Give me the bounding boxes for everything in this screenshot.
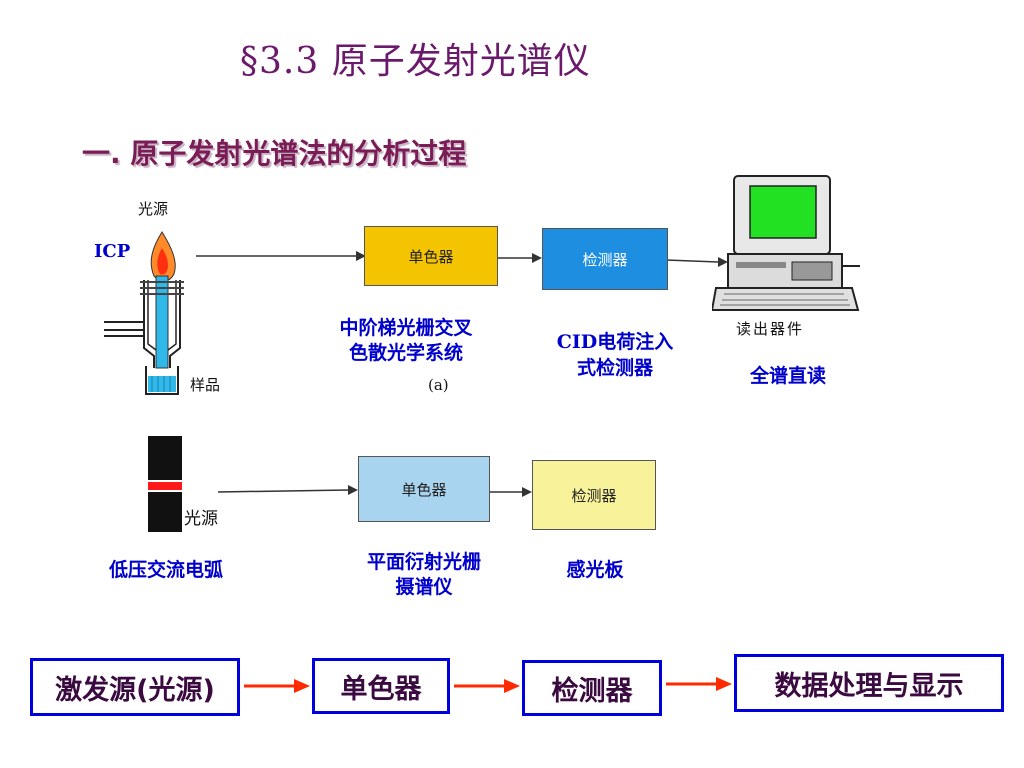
section-heading: 一. 原子发射光谱法的分析过程 — [82, 137, 467, 170]
flow-arrows-a — [196, 251, 728, 267]
detector-desc-a-line2: 式检测器 — [576, 357, 653, 379]
detector-desc-b: 感光板 — [566, 559, 624, 581]
page-title: §3.3 原子发射光谱仪 — [240, 41, 591, 82]
mono-desc-b-line2: 摄谱仪 — [395, 576, 453, 598]
source-label-a: 光源 — [138, 200, 169, 218]
monochromator-box-a: 单色器 — [364, 226, 498, 286]
mono-desc-b-line1: 平面衍射光栅 — [366, 551, 481, 573]
flow-step-data-display: 数据处理与显示 — [734, 654, 1004, 712]
flow-arrows-b — [218, 485, 532, 497]
flow-step-monochromator: 单色器 — [312, 658, 450, 714]
source-desc-b: 低压交流电弧 — [108, 559, 223, 581]
flow-arrows-bottom — [244, 677, 732, 693]
detector-box-a: 检测器 — [542, 228, 668, 290]
icp-label: ICP — [94, 241, 131, 262]
monochromator-box-b: 单色器 — [358, 456, 490, 522]
caption-a: (a) — [428, 376, 449, 394]
icp-torch-illustration — [104, 231, 184, 395]
readout-label: 读出器件 — [736, 320, 805, 338]
flow-step-excitation-source: 激发源(光源) — [30, 658, 240, 716]
readout-desc: 全谱直读 — [749, 365, 826, 387]
detector-desc-a-line1: CID电荷注入 — [556, 331, 674, 353]
detector-box-b: 检测器 — [532, 460, 656, 530]
arc-source-illustration — [148, 436, 182, 532]
sample-label: 样品 — [190, 376, 221, 394]
computer-icon — [712, 175, 860, 311]
mono-desc-a-line2: 色散光学系统 — [348, 342, 463, 364]
source-label-b: 光源 — [184, 509, 218, 529]
flow-step-detector: 检测器 — [522, 660, 662, 716]
mono-desc-a-line1: 中阶梯光栅交叉 — [339, 317, 473, 339]
